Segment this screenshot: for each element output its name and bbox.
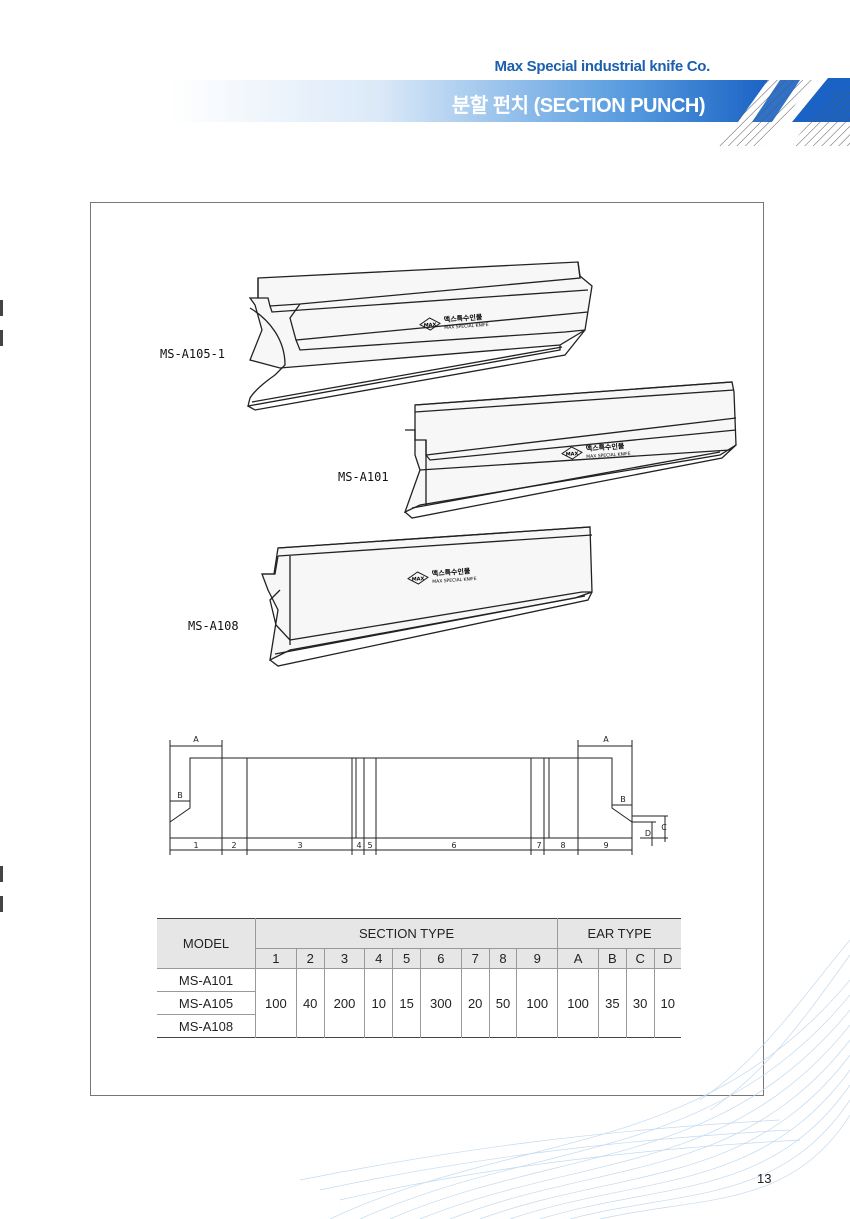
svg-text:1: 1 — [193, 841, 198, 850]
table-cell: 10 — [364, 968, 393, 1038]
svg-text:4: 4 — [356, 841, 361, 850]
table-cell: 300 — [419, 968, 462, 1038]
table-cell: 30 — [625, 968, 655, 1038]
svg-text:5: 5 — [367, 841, 372, 850]
table-section-header: SECTION TYPE — [254, 918, 558, 949]
table-col-header: 4 — [364, 948, 393, 969]
svg-text:MAX SPECIAL KNIFE: MAX SPECIAL KNIFE — [586, 451, 631, 460]
table-model-header: MODEL — [157, 918, 256, 969]
svg-text:8: 8 — [560, 841, 565, 850]
svg-text:3: 3 — [297, 841, 302, 850]
table-row-model: MS-A101 — [157, 968, 256, 992]
table-row-model: MS-A105 — [157, 991, 256, 1015]
table-col-header: 1 — [255, 948, 297, 969]
table-ear-header: EAR TYPE — [557, 918, 681, 949]
svg-text:MAX SPECIAL KNIFE: MAX SPECIAL KNIFE — [444, 322, 489, 331]
table-col-header: 2 — [295, 948, 325, 969]
svg-text:A: A — [603, 735, 609, 744]
table-cell: 200 — [323, 968, 365, 1038]
spec-table: MODEL SECTION TYPE EAR TYPE 1 2 3 4 5 6 … — [157, 918, 681, 1038]
table-col-header: 3 — [323, 948, 365, 969]
punch-ms-a101-drawing — [403, 381, 737, 519]
table-col-header: 6 — [419, 948, 462, 969]
svg-text:6: 6 — [451, 841, 456, 850]
svg-text:MAX: MAX — [424, 322, 437, 329]
model-label-ms-a108: MS-A108 — [188, 619, 239, 633]
table-cell: 100 — [255, 968, 297, 1038]
table-cell: 10 — [653, 968, 681, 1038]
table-row-model: MS-A108 — [178, 1018, 234, 1034]
svg-text:MAX SPECIAL KNIFE: MAX SPECIAL KNIFE — [432, 576, 477, 585]
max-logo-icon: MAX 맥스특수인물 MAX SPECIAL KNIFE — [407, 566, 477, 585]
table-col-header: D — [653, 948, 681, 969]
table-col-header: 8 — [488, 948, 517, 969]
table-cell: 15 — [392, 968, 421, 1038]
content-frame — [90, 202, 764, 1096]
model-label-ms-a101: MS-A101 — [338, 470, 389, 484]
page-number: 13 — [757, 1171, 772, 1186]
table-col-header: 7 — [460, 948, 490, 969]
table-col-header: A — [557, 948, 599, 969]
table-cell: 100 — [557, 968, 599, 1038]
svg-text:MAX: MAX — [412, 576, 425, 583]
svg-text:맥스특수인물: 맥스특수인물 — [443, 312, 483, 324]
svg-text:C: C — [661, 823, 667, 832]
table-cell: 100 — [516, 968, 558, 1038]
table-col-header: 9 — [516, 948, 558, 969]
punch-ms-a105-1-drawing — [247, 261, 593, 411]
table-cell: 20 — [460, 968, 490, 1038]
svg-text:9: 9 — [603, 841, 608, 850]
page-title: 분할 펀치 (SECTION PUNCH) — [451, 95, 706, 117]
max-logo-icon: MAX 맥스특수인물 MAX SPECIAL KNIFE — [419, 312, 489, 331]
svg-text:MAX: MAX — [566, 451, 579, 458]
punch-ms-a108-drawing — [261, 526, 593, 667]
svg-text:B: B — [620, 795, 626, 804]
binding-mark — [0, 866, 3, 882]
table-cell: 40 — [295, 968, 325, 1038]
table-col-header: C — [625, 948, 655, 969]
svg-text:A: A — [193, 735, 199, 744]
svg-text:맥스특수인물: 맥스특수인물 — [585, 441, 625, 453]
svg-text:7: 7 — [536, 841, 541, 850]
model-label-ms-a105-1: MS-A105-1 — [160, 347, 226, 361]
header-banner — [170, 78, 850, 146]
svg-text:2: 2 — [231, 841, 236, 850]
table-cell: 35 — [597, 968, 627, 1038]
table-cell: 50 — [488, 968, 517, 1038]
svg-text:맥스특수인물: 맥스특수인물 — [431, 566, 471, 578]
company-name: Max Special industrial knife Co. — [494, 58, 711, 75]
svg-text:B: B — [177, 791, 183, 800]
max-logo-icon: MAX 맥스특수인물 MAX SPECIAL KNIFE — [561, 441, 631, 460]
table-col-header: B — [597, 948, 627, 969]
binding-mark — [0, 330, 3, 346]
binding-mark — [0, 300, 3, 316]
table-col-header: 5 — [392, 948, 421, 969]
binding-mark — [0, 896, 3, 912]
svg-text:D: D — [645, 829, 651, 838]
